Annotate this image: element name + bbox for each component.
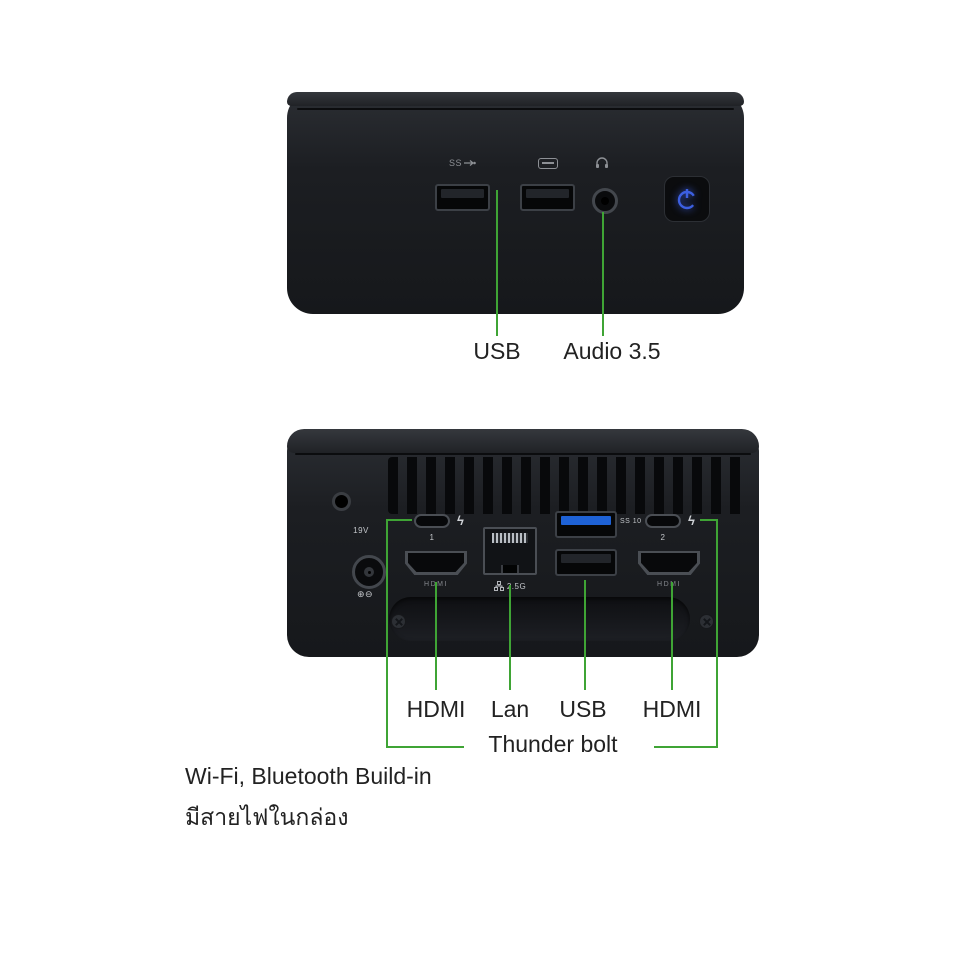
front-lid [287, 92, 744, 106]
lan-speed-text: 2.5G [506, 581, 527, 591]
usb-tongue [441, 189, 484, 198]
annotation-line-lan [509, 585, 511, 690]
tb-line-right-bottom [654, 746, 718, 748]
usb-tongue [561, 516, 611, 525]
jack-hole [601, 197, 609, 205]
annotation-line-usb-front [496, 190, 498, 336]
lan-speed-label: 2.5G [483, 581, 537, 591]
headphone-icon [587, 156, 617, 169]
screw [391, 614, 406, 629]
ethernet-port [483, 527, 537, 575]
thunderbolt-icon-1: ϟ [457, 513, 464, 528]
annotation-line-hdmi2 [671, 582, 673, 690]
hdmi-cavity [641, 553, 697, 572]
usb-tongue [526, 189, 569, 198]
thunderbolt-port-1 [414, 514, 450, 528]
usb-trident-icon [464, 160, 476, 166]
annotation-line-usb-back [584, 580, 586, 690]
annotation-line-audio [602, 212, 604, 336]
dc-pinhole [367, 570, 371, 574]
tb-line-left-bottom [386, 746, 464, 748]
usb-superspeed-icon: SS [435, 158, 490, 168]
label-hdmi2: HDMI [642, 696, 702, 722]
usb-speed-print: SS 10 [620, 518, 642, 525]
screw [699, 614, 714, 629]
rj45-pins [492, 533, 528, 543]
thunderbolt-port-2 [645, 514, 681, 528]
hdmi-port-1 [405, 551, 467, 575]
usb-a-port-back-blue [555, 511, 617, 538]
power-icon [677, 189, 697, 210]
tb-line-right-top [700, 519, 716, 521]
audio-jack-port [592, 188, 618, 214]
label-hdmi1: HDMI [406, 696, 466, 722]
port-number-1: 1 [429, 533, 435, 542]
usb-speed-badge-icon [520, 158, 575, 169]
label-audio: Audio 3.5 [563, 338, 661, 364]
annotation-line-hdmi1 [435, 582, 437, 690]
back-lid [287, 429, 759, 453]
usb-a-port-front-2 [520, 184, 575, 211]
hdmi-cavity [408, 553, 464, 572]
hdmi-port-2 [638, 551, 700, 575]
feature-text-thai: มีสายไฟในกล่อง [185, 804, 349, 830]
port-number-2: 2 [660, 533, 666, 542]
chassis-recess [389, 597, 690, 641]
mini-pc-back-view: 19V ⊕⊖ ϟ 1 HDMI 2.5G [287, 429, 759, 664]
ethernet-icon [493, 581, 504, 591]
usb-tongue [561, 554, 611, 563]
cooling-vents [388, 457, 744, 514]
back-lid-seam [295, 453, 751, 455]
label-thunderbolt: Thunder bolt [488, 731, 618, 757]
hdmi-print-2: HDMI [657, 581, 681, 588]
usb-badge-shape [537, 158, 558, 169]
tb-line-left-vertical [386, 519, 388, 748]
tb-line-right-vertical [716, 519, 718, 748]
front-lid-seam [297, 108, 734, 110]
label-usb-back: USB [559, 696, 607, 722]
rj45-notch [501, 565, 519, 573]
usb-a-port-front-1 [435, 184, 490, 211]
device-foot [653, 307, 701, 320]
polarity-icon: ⊕⊖ [356, 589, 374, 599]
power-button[interactable] [664, 176, 710, 222]
mini-pc-front-view: SS [287, 92, 744, 320]
usb-a-port-back [555, 549, 617, 576]
thunderbolt-icon-2: ϟ [688, 513, 695, 528]
device-foot [330, 307, 378, 320]
device-foot [322, 651, 380, 664]
voltage-label: 19V [353, 526, 369, 535]
antenna-connector [332, 492, 351, 511]
tb-line-left-top [388, 519, 412, 521]
feature-text-wifi-bluetooth: Wi-Fi, Bluetooth Build-in [185, 763, 432, 789]
dc-power-port [352, 555, 386, 589]
label-lan: Lan [490, 696, 530, 722]
label-usb-front: USB [473, 338, 521, 364]
